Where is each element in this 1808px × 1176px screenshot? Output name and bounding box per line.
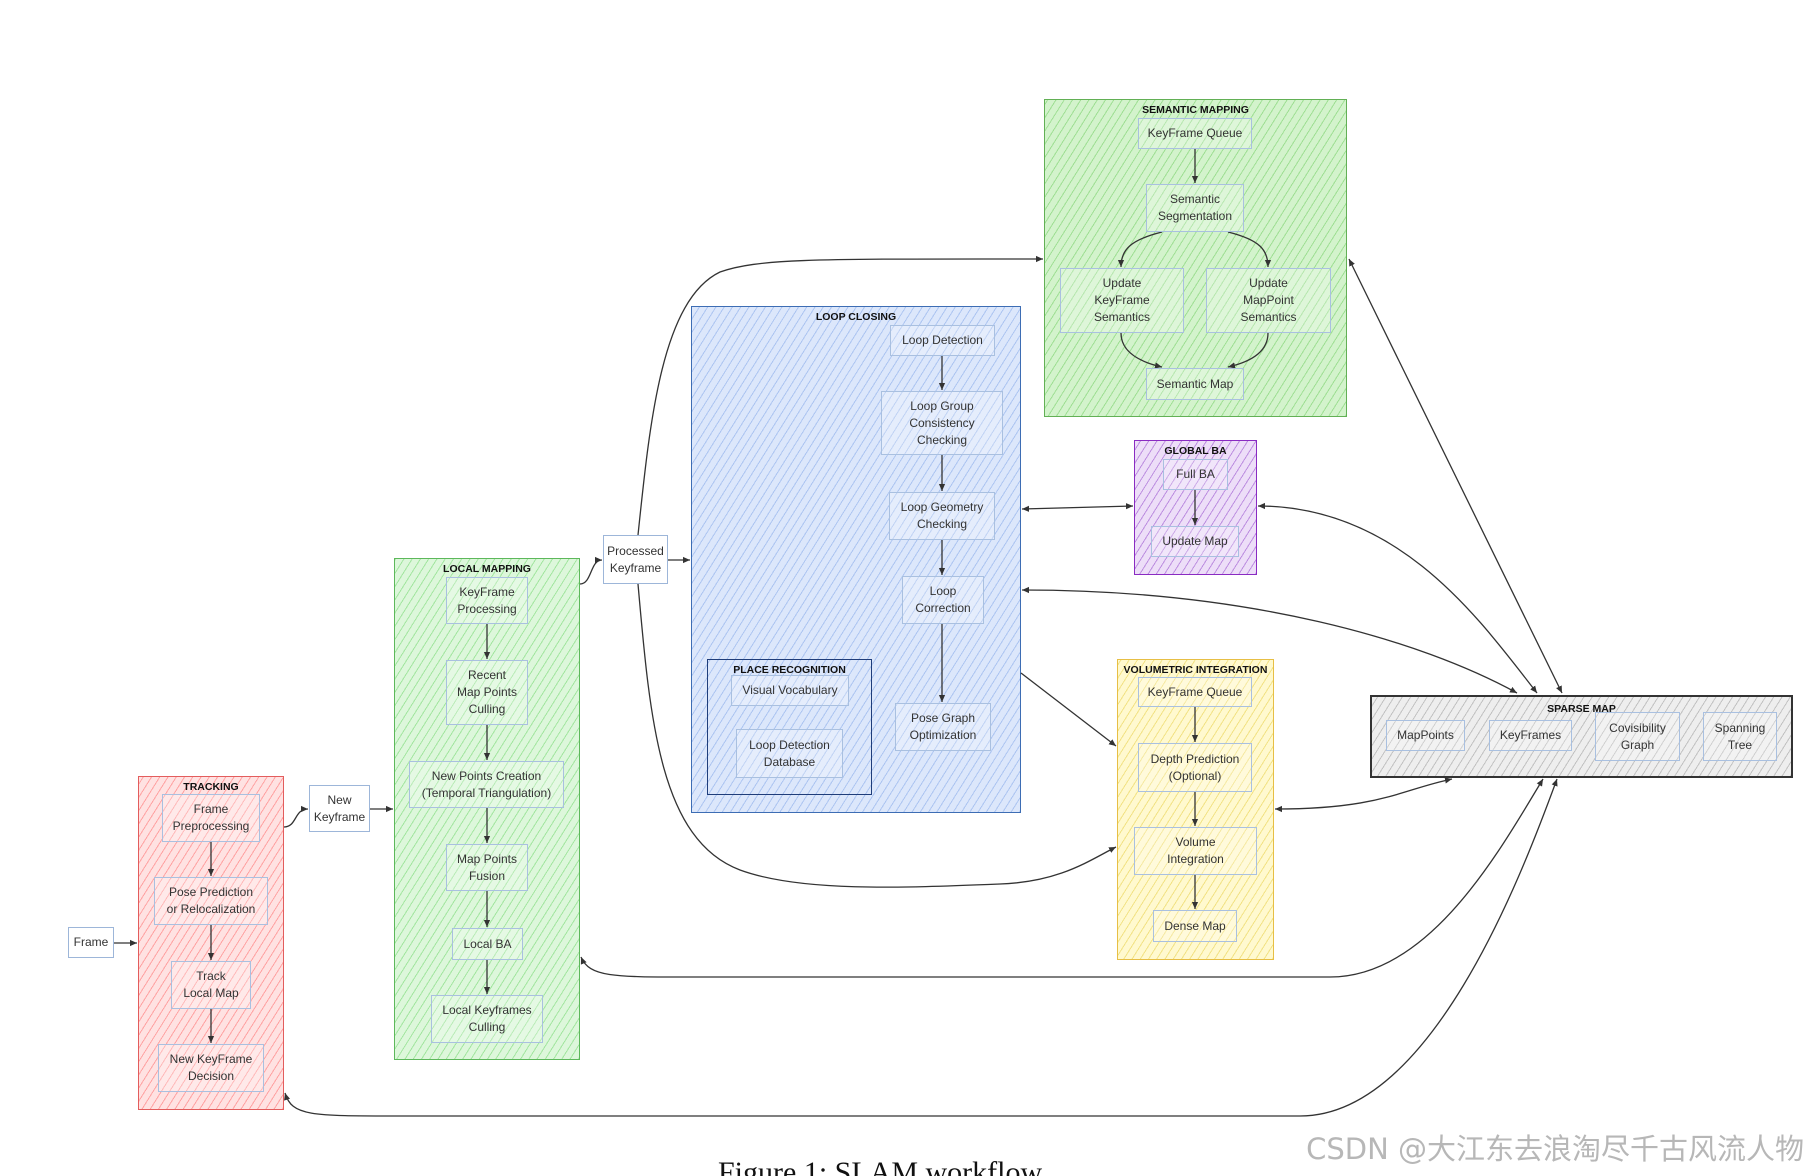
node-pose-graph-optimization: Pose Graph Optimization: [895, 703, 991, 751]
node-volume-integration: Volume Integration: [1134, 827, 1257, 875]
node-visual-vocabulary: Visual Vocabulary: [731, 675, 849, 706]
node-new-keyframe-decision: New KeyFrame Decision: [158, 1044, 264, 1092]
node-new-keyframe: New Keyframe: [309, 785, 370, 832]
group-title-global-ba: GLOBAL BA: [1164, 445, 1227, 457]
node-update-mappoint-semantics: Update MapPoint Semantics: [1206, 268, 1331, 333]
group-global-ba: GLOBAL BA: [1134, 440, 1257, 575]
node-loop-detection: Loop Detection: [890, 325, 995, 356]
node-mappoints: MapPoints: [1386, 720, 1465, 751]
node-keyframes: KeyFrames: [1489, 720, 1572, 751]
figure-caption: Figure 1: SLAM workflow: [718, 1156, 1043, 1176]
node-loop-group-consistency-checking: Loop Group Consistency Checking: [881, 391, 1003, 455]
node-frame: Frame: [68, 927, 114, 958]
edge-sparse-map-semantic-mapping: [1348, 258, 1563, 694]
node-full-ba: Full BA: [1163, 459, 1228, 490]
node-frame-preprocessing: Frame Preprocessing: [162, 794, 260, 842]
node-covisibility-graph: Covisibility Graph: [1595, 712, 1680, 761]
node-semantic-map: Semantic Map: [1146, 368, 1244, 400]
node-map-points-fusion: Map Points Fusion: [446, 844, 528, 891]
node-local-ba: Local BA: [452, 928, 523, 960]
edge-local-mapping-to-processed-keyframe: [579, 556, 603, 585]
edge-sparse-map-global-ba: [1257, 502, 1538, 694]
group-title-local-mapping: LOCAL MAPPING: [443, 563, 531, 575]
node-keyframe-processing: KeyFrame Processing: [446, 577, 528, 624]
node-pose-prediction: Pose Prediction or Relocalization: [154, 877, 268, 925]
edge-tracking-to-new-keyframe: [283, 805, 309, 828]
group-local-mapping: LOCAL MAPPING: [394, 558, 580, 1060]
node-volumetric-keyframe-queue: KeyFrame Queue: [1138, 677, 1252, 707]
node-loop-detection-database: Loop Detection Database: [736, 729, 843, 778]
edge-sparse-map-volumetric-integration: [1274, 777, 1453, 813]
group-semantic-mapping: SEMANTIC MAPPING: [1044, 99, 1347, 417]
edge-loop-closing-to-volumetric-integration: [1020, 672, 1117, 747]
node-semantic-keyframe-queue: KeyFrame Queue: [1138, 118, 1252, 149]
watermark: CSDN @大江东去浪淘尽千古风流人物: [1306, 1132, 1804, 1166]
node-update-keyframe-semantics: Update KeyFrame Semantics: [1060, 268, 1184, 333]
figure-caption-container: Figure 1: SLAM workflow: [718, 1155, 1158, 1176]
node-loop-correction: Loop Correction: [902, 576, 984, 624]
node-semantic-segmentation: Semantic Segmentation: [1146, 184, 1244, 232]
watermark-container: CSDN @大江东去浪淘尽千古风流人物: [1200, 1128, 1804, 1170]
node-recent-map-points-culling: Recent Map Points Culling: [446, 660, 528, 725]
node-loop-geometry-checking: Loop Geometry Checking: [889, 492, 995, 540]
node-new-points-creation: New Points Creation (Temporal Triangulat…: [409, 761, 564, 808]
edge-loop-closing-global-ba: [1021, 503, 1134, 512]
group-title-tracking: TRACKING: [183, 781, 239, 793]
node-dense-map: Dense Map: [1153, 910, 1237, 942]
node-spanning-tree: Spanning Tree: [1703, 712, 1777, 761]
node-track-local-map: Track Local Map: [171, 961, 251, 1009]
group-title-semantic-mapping: SEMANTIC MAPPING: [1142, 104, 1249, 116]
group-title-loop-closing: LOOP CLOSING: [815, 311, 897, 323]
node-update-map: Update Map: [1151, 526, 1239, 557]
group-sparse-map: SPARSE MAP: [1370, 695, 1793, 778]
node-depth-prediction: Depth Prediction (Optional): [1138, 743, 1252, 792]
node-local-keyframes-culling: Local Keyframes Culling: [431, 995, 543, 1043]
node-processed-keyframe: Processed Keyframe: [603, 535, 668, 584]
group-title-volumetric-integration: VOLUMETRIC INTEGRATION: [1123, 664, 1268, 676]
